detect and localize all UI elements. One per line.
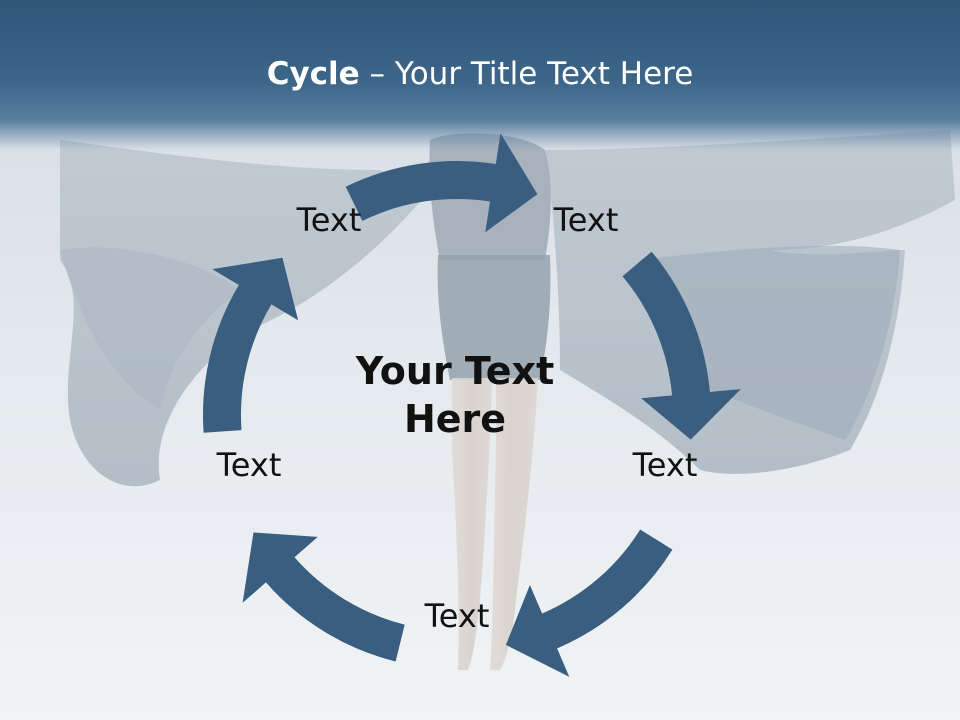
center-text: Your Text Here (355, 349, 555, 441)
cycle-arrow-3 (505, 529, 673, 677)
node-label-4: Text (424, 597, 490, 635)
cycle-arrow-1 (345, 133, 538, 233)
cycle-arrow-4 (242, 532, 405, 662)
slide-title: Cycle – Your Title Text Here (0, 52, 960, 96)
node-label-2: Text (553, 201, 619, 239)
title-bar (0, 0, 960, 150)
title-bold: Cycle (266, 56, 360, 92)
cycle-arrow-5 (202, 257, 299, 433)
title-rest: – Your Title Text Here (359, 56, 694, 92)
node-label-3: Text (632, 446, 698, 484)
node-label-1: Text (296, 201, 362, 239)
node-label-5: Text (216, 446, 282, 484)
cycle-arrow-2 (622, 251, 741, 440)
